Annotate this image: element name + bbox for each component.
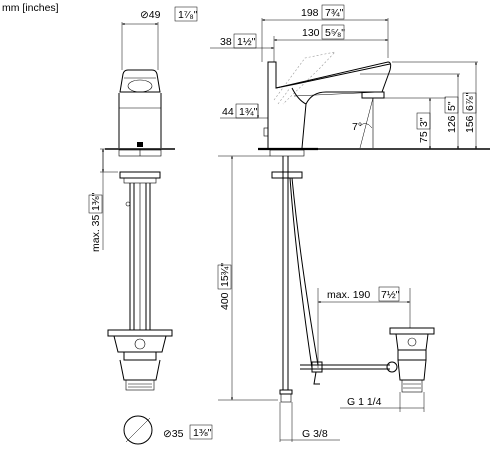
dim-height-156-inch: 6⅞" [464,92,476,111]
dim-top-diameter-inch: 1⁷⁄₈" [178,9,198,21]
dim-top-diameter-mm: ⊘49 [140,9,161,21]
front-view: ⊘49 1⁷⁄₈" max. 35 1⅜" [88,6,213,445]
dim-body-length-inch: 5⁵⁄₈" [325,27,345,39]
dim-outlet-height-inch: 3" [418,117,430,127]
dim-lever-offset-mm: 38 [220,36,232,48]
dim-body-length-mm: 130 [302,27,320,39]
dim-spout-height-mm: 44 [222,106,234,118]
thread-drain: G 1 1/4 [347,396,382,408]
dim-angle: 7° [352,121,362,133]
dim-outlet-height-mm: 75 [418,131,430,143]
dim-overall-length-inch: 7¾" [325,7,344,19]
dim-hose-length-inch: 15¾" [219,263,231,287]
dim-drain-reach-inch: 7½" [381,289,400,301]
dim-base-diameter-mm: ⊘35 [163,428,184,440]
side-view: 198 7¾" 130 5⁵⁄₈" 38 1½" 7° 44 [210,4,490,442]
dim-hose-length-mm: 400 [219,292,231,310]
dim-overall-length-mm: 198 [301,7,319,19]
dim-height-156-mm: 156 [464,115,476,133]
dim-lever-offset-inch: 1½" [237,36,256,48]
dim-spout-height-inch: 1¾" [239,106,258,118]
dim-counter-mm: max. 35 [90,214,102,252]
dim-height-126-mm: 126 [446,115,458,133]
thread-supply: G 3/8 [302,428,328,440]
units-label: mm [inches] [2,2,59,14]
dim-base-diameter-inch: 1⅜" [193,427,212,439]
dim-counter-inch: 1⅜" [90,192,102,211]
dim-drain-reach-mm: max. 190 [327,289,370,301]
dim-height-126-inch: 5" [446,101,458,111]
